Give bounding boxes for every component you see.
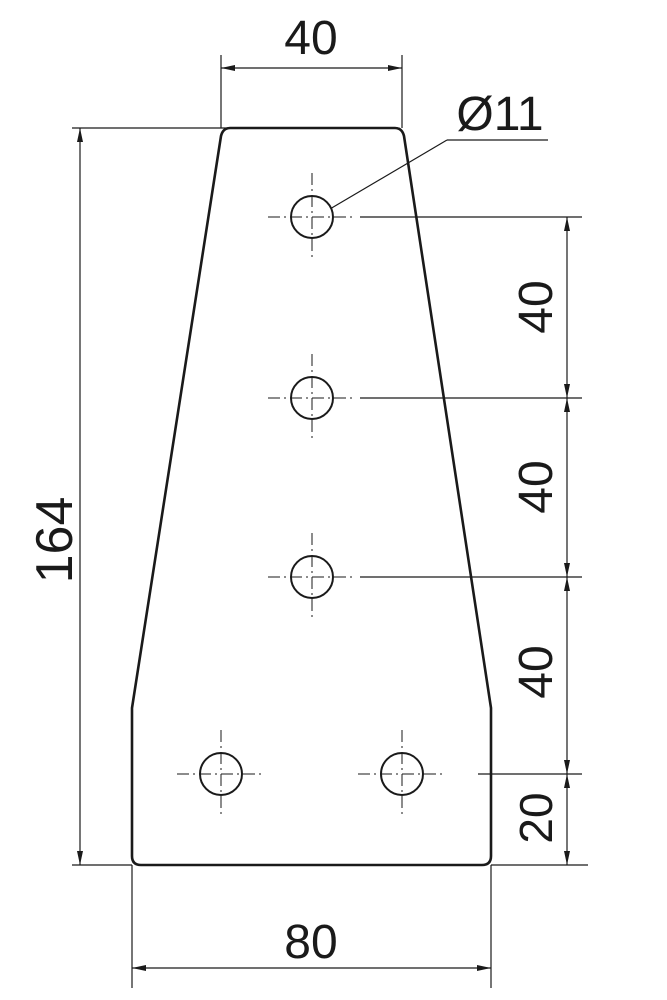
dimension-lines xyxy=(77,65,570,971)
hole-1 xyxy=(268,173,356,261)
spacing-2-label: 40 xyxy=(510,460,563,513)
top-width-label: 40 xyxy=(284,12,337,65)
bottom-width-label: 80 xyxy=(284,916,337,969)
plate-outline xyxy=(130,126,493,867)
hole-2 xyxy=(268,354,356,442)
hole-diameter-label: Ø11 xyxy=(456,88,543,141)
spacing-3-label: 40 xyxy=(510,645,563,698)
spacing-1-label: 40 xyxy=(510,280,563,333)
total-height-label: 164 xyxy=(26,497,84,584)
bottom-offset-label: 20 xyxy=(510,792,562,843)
hole-3 xyxy=(268,533,356,621)
hole-4 xyxy=(177,730,265,818)
hole-5 xyxy=(358,730,446,818)
